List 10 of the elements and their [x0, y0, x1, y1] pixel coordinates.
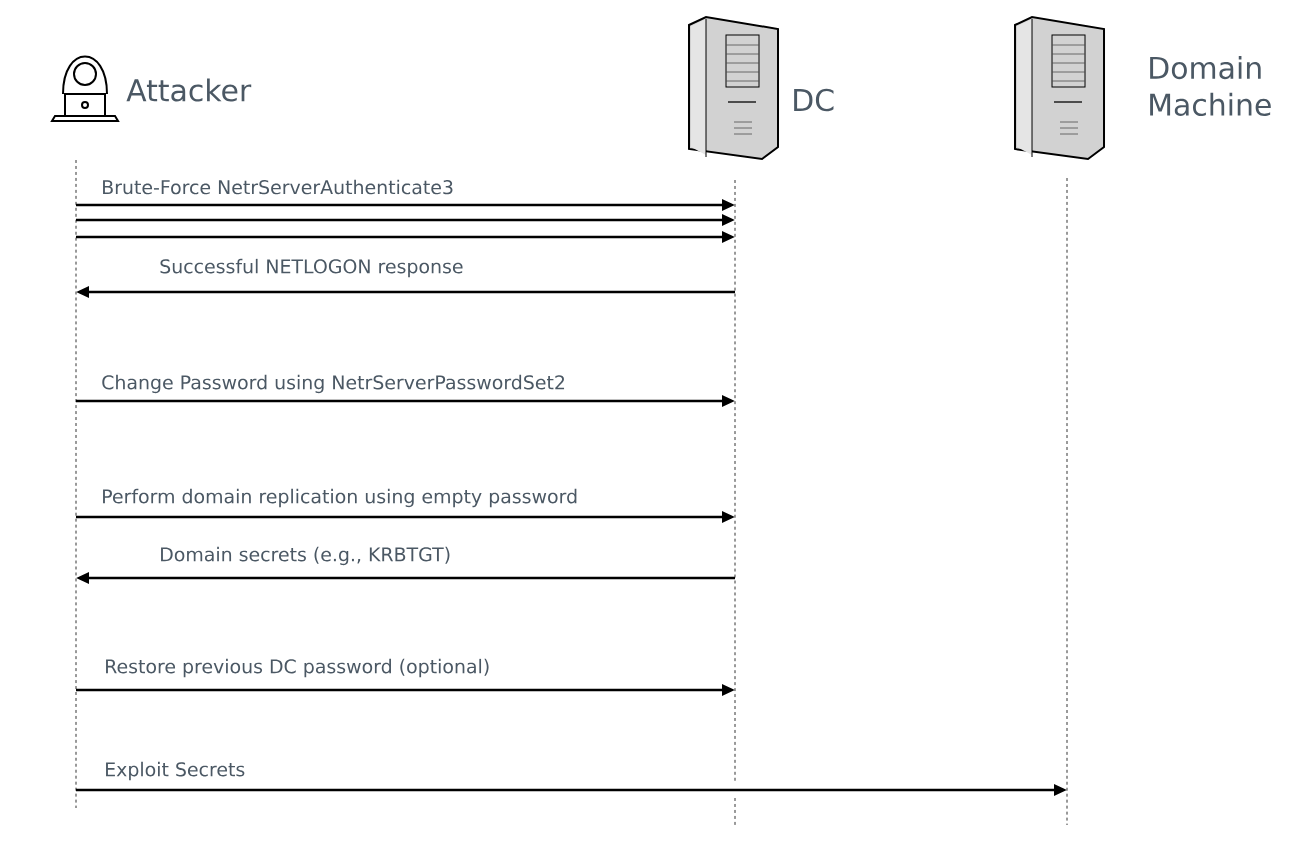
edge-label: Exploit Secrets	[106, 761, 245, 781]
participant-label: Domain Machine	[1150, 56, 1271, 116]
edge-label: Brute-Force NetrServerAuthenticate3	[103, 179, 453, 195]
edge-label: Perform domain replication using empty password	[103, 488, 577, 508]
participant-label: Attacker	[126, 78, 252, 102]
participant-label: DC	[794, 88, 834, 112]
edge-label: Restore previous DC password (optional)	[106, 658, 489, 678]
edge-label: Successful NETLOGON response	[160, 258, 463, 278]
edge-label: Domain secrets (e.g., KRBTGT)	[161, 546, 450, 566]
edge-label: Change Password using NetrServerPasswordSet2	[102, 374, 565, 394]
